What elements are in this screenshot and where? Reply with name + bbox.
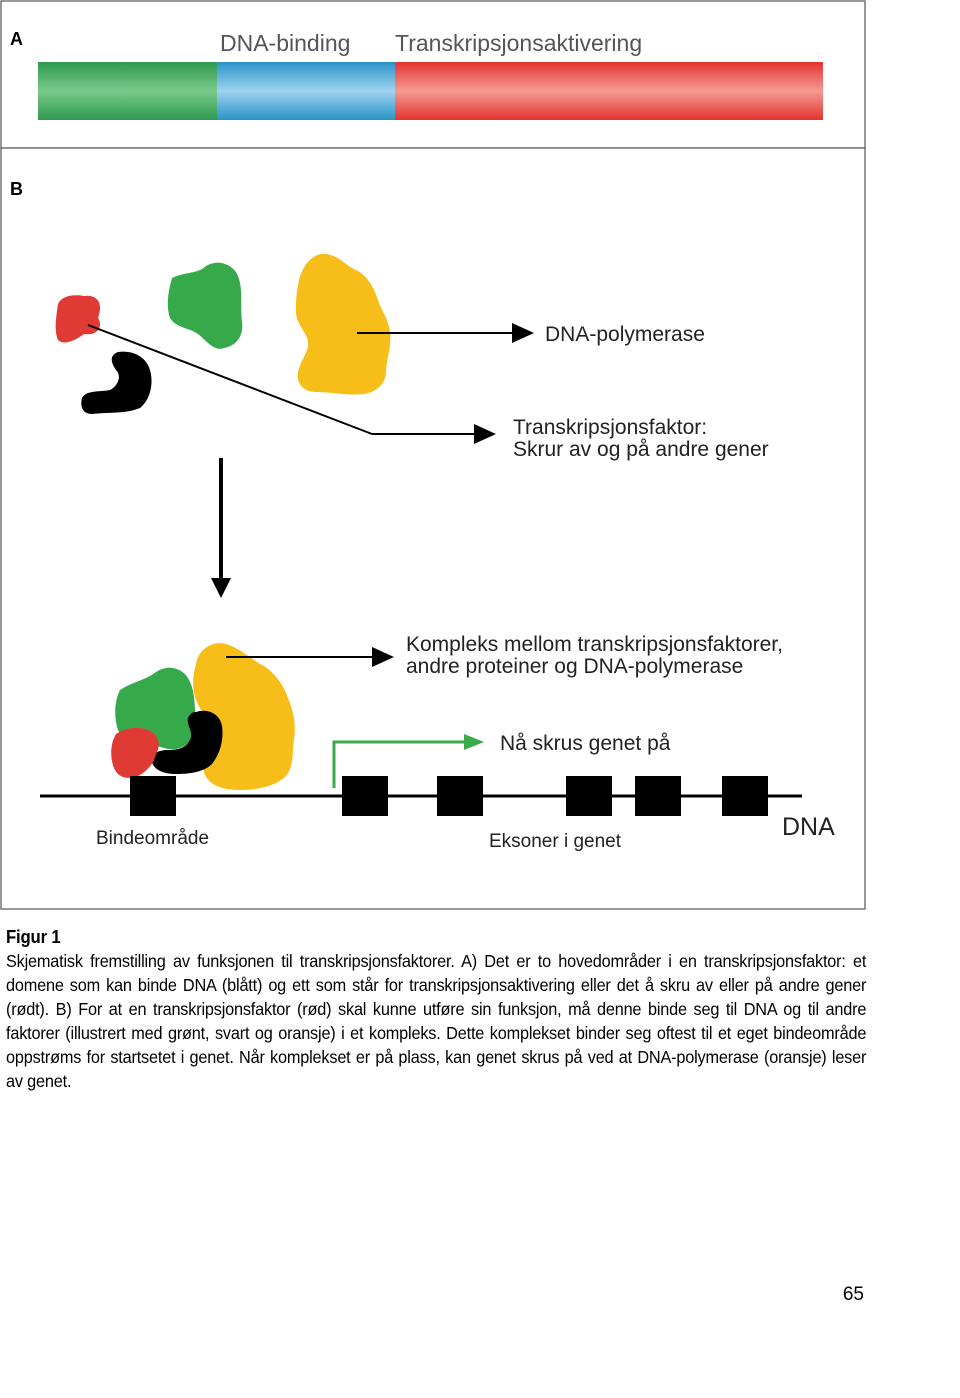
- dna-polymerase-label: DNA-polymerase: [545, 323, 705, 346]
- exon-box: [722, 776, 768, 816]
- domain-red-activation: [395, 62, 823, 120]
- panel-a: A DNA-binding Transkripsjonsaktivering: [0, 0, 866, 149]
- orange-dna-polymerase: [296, 253, 391, 395]
- caption-body: Skjematisk fremstilling av funksjonen ti…: [6, 951, 867, 1091]
- domain-blue-dna-binding: [217, 62, 395, 120]
- gene-on-label: Nå skrus genet på: [500, 732, 671, 755]
- caption-title: Figur 1: [6, 927, 61, 947]
- panel-b-label: B: [10, 179, 23, 199]
- dna-binding-label: DNA-binding: [220, 30, 350, 56]
- exon-box: [635, 776, 681, 816]
- black-factor: [81, 351, 152, 414]
- transcription-factor-desc: Skrur av og på andre gener: [513, 438, 769, 461]
- complex-black-factor: [151, 710, 223, 774]
- exons-label: Eksoner i genet: [489, 831, 622, 852]
- figure-caption: Figur 1 Skjematisk fremstilling av funks…: [6, 925, 866, 1093]
- exon-box: [437, 776, 483, 816]
- binding-region-box: [130, 776, 176, 816]
- panel-a-label: A: [10, 29, 23, 49]
- figure-1: A DNA-binding Transkripsjonsaktivering B…: [0, 0, 866, 910]
- exon-box: [342, 776, 388, 816]
- activation-label: Transkripsjonsaktivering: [395, 30, 642, 56]
- binding-region-label: Bindeområde: [96, 828, 209, 849]
- transcription-factor-label: Transkripsjonsfaktor:: [513, 416, 707, 439]
- green-factor: [167, 262, 243, 349]
- page-number: 65: [842, 1284, 864, 1305]
- complex-orange-polymerase: [193, 643, 295, 790]
- domain-green: [38, 62, 217, 120]
- red-transcription-factor: [55, 295, 101, 343]
- complex-label-line2: andre proteiner og DNA-polymerase: [406, 655, 743, 678]
- panel-b: B DNA-polymerase Transkripsjonsfaktor: S…: [0, 147, 866, 910]
- exon-box: [566, 776, 612, 816]
- dna-label: DNA: [782, 813, 835, 841]
- complex-red-tf: [111, 727, 159, 778]
- complex-label-line1: Kompleks mellom transkripsjonsfaktorer,: [406, 633, 783, 656]
